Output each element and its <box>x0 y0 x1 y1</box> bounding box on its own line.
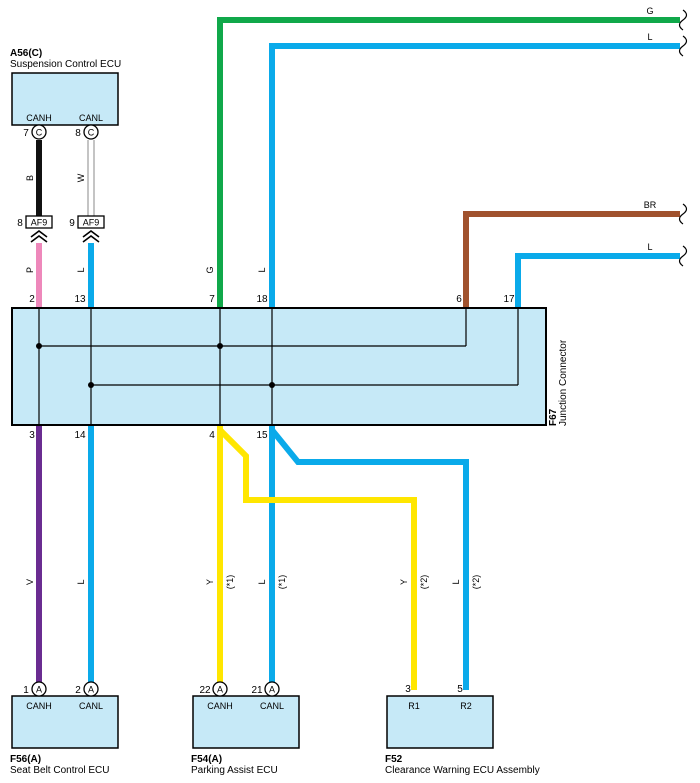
wire-label-l-r2: L <box>451 579 461 584</box>
note-1-blue: (*1) <box>277 575 287 590</box>
wire-blue-l-right <box>515 253 680 310</box>
junction-label: F67 Junction Connector <box>548 339 569 426</box>
suspension-ecu-name: Suspension Control ECU <box>10 59 121 70</box>
parking-pin-21: 21 <box>251 685 263 696</box>
suspension-canh-label: CANH <box>26 113 52 123</box>
wire-label-l-13: L <box>76 267 86 272</box>
parking-canl-label: CANL <box>260 701 284 711</box>
connector-letter-a-1: A <box>36 685 42 695</box>
wire-label-p: P <box>25 267 35 273</box>
seatbelt-canl-label: CANL <box>79 701 103 711</box>
seatbelt-ecu-code: F56(A) <box>10 754 41 765</box>
junction-internal-lines <box>38 308 519 425</box>
suspension-ecu-box <box>11 72 119 126</box>
parking-pin-22: 22 <box>199 685 211 696</box>
wire-label-g-vertical: G <box>205 266 215 273</box>
note-1-yellow: (*1) <box>225 575 235 590</box>
connector-circle-a-seatbelt-canh <box>31 681 47 697</box>
clearance-r1-label: R1 <box>408 701 420 711</box>
wire-label-v: V <box>25 579 35 585</box>
clearance-ecu-code: F52 <box>385 754 403 765</box>
clearance-ecu-name: Clearance Warning ECU Assembly <box>385 765 540 776</box>
clearance-pin-5: 5 <box>457 684 463 695</box>
wire-break-marks <box>678 9 688 267</box>
connector-letter-a-2: A <box>88 685 94 695</box>
connector-letter-a-22: A <box>217 685 223 695</box>
note-2-blue: (*2) <box>471 575 481 590</box>
jc-pin-6: 6 <box>456 294 462 305</box>
seatbelt-canh-label: CANH <box>26 701 52 711</box>
jc-pin-7: 7 <box>209 294 215 305</box>
connector-af9-right <box>77 215 105 229</box>
suspension-canl-label: CANL <box>79 113 103 123</box>
af9-chevrons <box>30 230 100 243</box>
af9-pin-9: 9 <box>69 218 75 229</box>
wire-brown-br <box>463 211 680 310</box>
connector-letter-c-left: C <box>36 128 43 138</box>
wire-label-y-r1: Y <box>399 579 409 585</box>
connector-circle-c-left <box>31 124 47 140</box>
seatbelt-pin-2: 2 <box>75 685 81 696</box>
af9-pin-8: 8 <box>17 218 23 229</box>
wire-label-l-15: L <box>257 579 267 584</box>
wire-blue-l-top <box>269 43 680 310</box>
wire-blue-l-r2 <box>269 428 469 690</box>
jc-pin-3: 3 <box>29 430 35 441</box>
wire-label-l-14: L <box>76 579 86 584</box>
parking-canh-label: CANH <box>207 701 233 711</box>
susp-pin-8: 8 <box>75 128 81 139</box>
wire-label-l-18: L <box>257 267 267 272</box>
connector-circle-a-seatbelt-canl <box>83 681 99 697</box>
wire-label-b: B <box>25 175 35 181</box>
junction-code: F67 <box>548 408 559 426</box>
susp-pin-7: 7 <box>23 128 29 139</box>
parking-ecu-code: F54(A) <box>191 754 222 765</box>
wire-label-y-4: Y <box>205 579 215 585</box>
connector-circle-c-right <box>83 124 99 140</box>
clearance-pin-3: 3 <box>405 684 411 695</box>
junction-connector-box <box>11 307 547 426</box>
wire-label-br: BR <box>644 200 657 210</box>
wire-label-g-right: G <box>646 6 653 16</box>
wire-green-g <box>217 17 680 310</box>
connector-af9-left <box>25 215 53 229</box>
connector-circle-a-parking-canl <box>264 681 280 697</box>
jc-pin-15: 15 <box>256 430 268 441</box>
wire-label-l-right-top: L <box>647 32 652 42</box>
jc-pin-2: 2 <box>29 294 35 305</box>
af9-label-right: AF9 <box>83 218 100 228</box>
seatbelt-pin-1: 1 <box>23 685 29 696</box>
suspension-ecu-code: A56(C) <box>10 48 42 59</box>
wire-yellow-y-r1 <box>217 427 417 690</box>
clearance-r2-label: R2 <box>460 701 472 711</box>
jc-pin-14: 14 <box>74 430 86 441</box>
parking-ecu-box <box>192 695 300 749</box>
clearance-ecu-box <box>386 695 494 749</box>
af9-label-left: AF9 <box>31 218 48 228</box>
jc-pin-18: 18 <box>256 294 268 305</box>
junction-splice-dots <box>36 343 275 388</box>
seatbelt-ecu-name: Seat Belt Control ECU <box>10 765 110 776</box>
jc-pin-13: 13 <box>74 294 86 305</box>
parking-ecu-name: Parking Assist ECU <box>191 765 278 776</box>
wire-label-l-right-bottom: L <box>647 242 652 252</box>
connector-letter-a-21: A <box>269 685 275 695</box>
seatbelt-ecu-box <box>11 695 119 749</box>
wire-label-w: W <box>76 173 86 182</box>
connector-letter-c-right: C <box>88 128 95 138</box>
jc-pin-4: 4 <box>209 430 215 441</box>
note-2-yellow: (*2) <box>419 575 429 590</box>
jc-pin-17: 17 <box>503 294 515 305</box>
junction-name: Junction Connector <box>558 339 569 426</box>
connector-circle-a-parking-canh <box>212 681 228 697</box>
